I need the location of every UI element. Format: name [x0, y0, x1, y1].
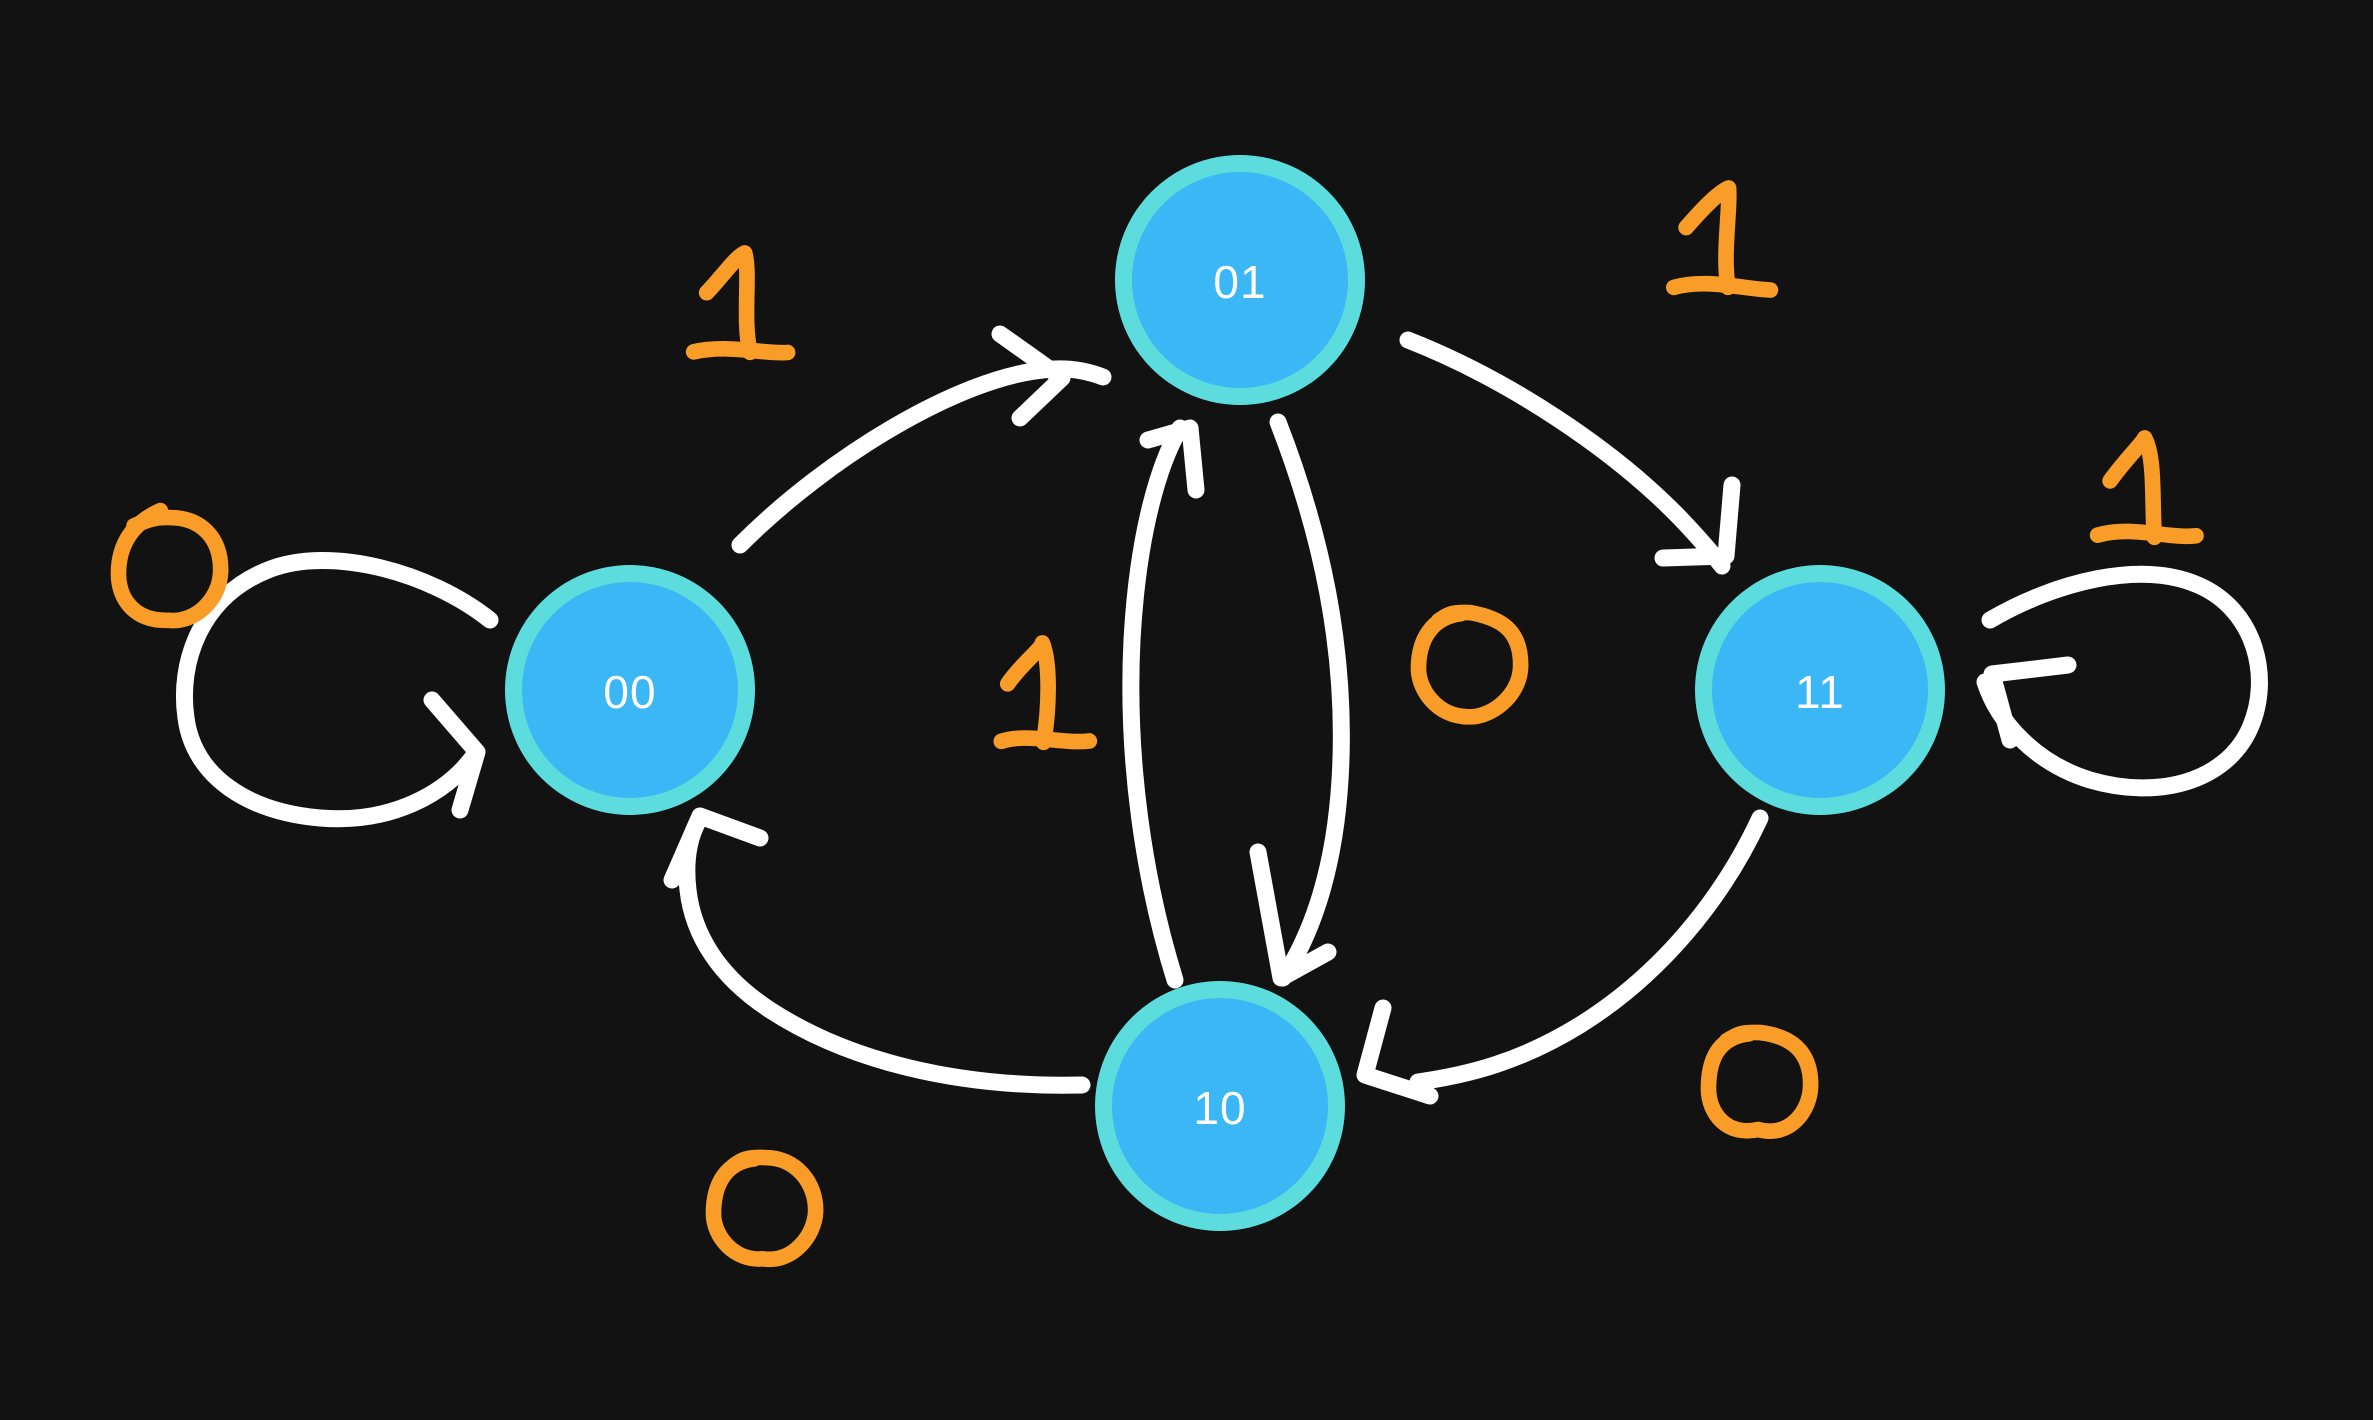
glyph-stroke-1 [993, 730, 1098, 750]
edge-10-to-01-path [1122, 419, 1189, 989]
node-10[interactable]: 10 [1095, 981, 1345, 1231]
node-10-fill [1112, 998, 1328, 1214]
glyph-stroke-1 [2089, 523, 2204, 545]
edge-01-to-11 [1399, 331, 1741, 575]
glyph-stroke-0 [705, 1149, 824, 1268]
node-11-label: 11 [1795, 666, 1845, 718]
transition-label-1-10-01 [993, 635, 1098, 751]
glyph-stroke-0 [110, 502, 229, 629]
edge-11-to-10 [1356, 809, 1769, 1105]
transition-label-layer [110, 180, 2204, 1268]
edge-10-to-00-arrowhead [663, 807, 769, 889]
edge-00-to-00-arrowhead [423, 691, 486, 819]
glyph-stroke-0 [1678, 180, 1737, 296]
edge-01-to-11-path [1399, 331, 1731, 575]
glyph-stroke-0 [1410, 604, 1529, 725]
transition-label-1-11-11 [2089, 430, 2204, 546]
node-01-fill [1132, 172, 1348, 388]
edge-00-to-00 [175, 552, 499, 828]
edge-11-to-11-path [1976, 565, 2268, 797]
transition-label-0-01-10 [1410, 604, 1529, 725]
transition-label-1-01-11 [1666, 180, 1779, 298]
glyph-stroke-1 [1666, 275, 1779, 298]
edge-10-to-00 [663, 807, 1091, 1094]
transition-label-0-11-10 [1700, 1024, 1819, 1139]
glyph-stroke-0 [698, 245, 758, 361]
node-10-label: 10 [1193, 1082, 1246, 1134]
edge-01-to-10-arrowhead [1249, 843, 1337, 987]
edge-11-to-11 [1976, 565, 2268, 797]
edge-10-to-01-arrowhead [1139, 419, 1205, 499]
edge-10-to-00-path [678, 809, 1091, 1094]
edge-11-to-10-arrowhead [1356, 999, 1439, 1105]
edge-00-to-01-path [731, 360, 1112, 554]
glyph-stroke-0 [2102, 430, 2163, 546]
edge-00-to-00-path [175, 552, 499, 828]
glyph-stroke-0 [999, 635, 1056, 751]
edge-00-to-01-arrowhead [991, 325, 1071, 427]
node-00-fill [522, 582, 738, 798]
node-11[interactable]: 11 [1695, 565, 1945, 815]
edge-01-to-10 [1249, 413, 1350, 987]
edge-01-to-11-arrowhead [1654, 476, 1741, 567]
edge-00-to-01 [731, 325, 1112, 554]
edge-11-to-10-path [1409, 809, 1769, 1091]
edge-01-to-10-path [1269, 413, 1350, 987]
transition-label-1-00-01 [685, 245, 796, 361]
node-00[interactable]: 00 [505, 565, 755, 815]
glyph-stroke-1 [685, 341, 796, 361]
node-01-label: 01 [1213, 256, 1266, 308]
edge-11-to-11-arrowhead [1983, 656, 2077, 749]
transition-label-0-10-00 [705, 1149, 824, 1268]
transition-label-0-00-00 [110, 502, 229, 629]
node-11-fill [1712, 582, 1928, 798]
edge-10-to-01 [1122, 419, 1205, 989]
node-01[interactable]: 01 [1115, 155, 1365, 405]
node-00-label: 00 [603, 666, 656, 718]
glyph-stroke-0 [1700, 1024, 1819, 1139]
